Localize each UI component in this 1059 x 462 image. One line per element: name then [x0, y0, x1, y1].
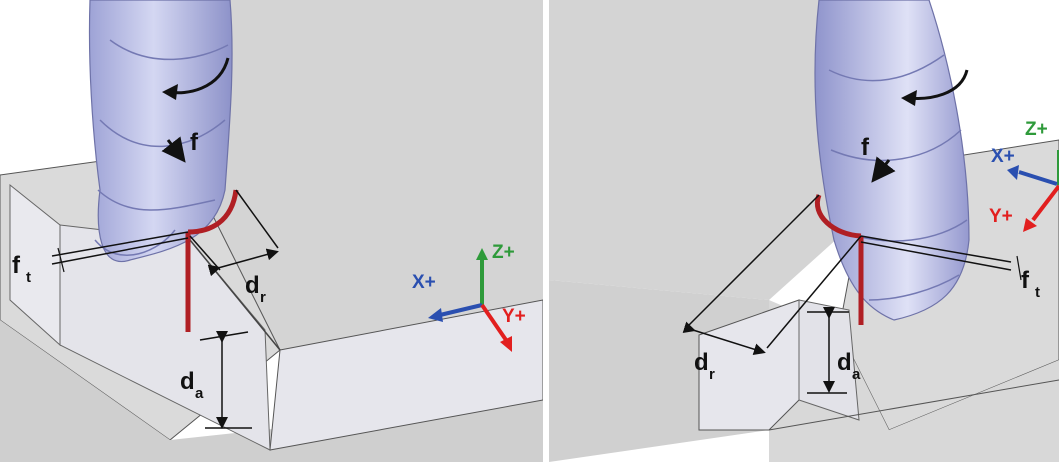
dr-dimension: d r	[682, 194, 862, 383]
rotation-arrow-icon	[901, 69, 969, 106]
ft-label: f	[12, 252, 21, 279]
z-axis-label: Z+	[492, 242, 515, 263]
da-dimension: d a	[807, 307, 861, 394]
coordinate-axes: Z+ X+ Y+	[412, 242, 526, 352]
left-diagram: f f t d r d a Z+ X+ Y+	[0, 0, 543, 462]
da-label: d	[180, 368, 195, 395]
ft-subscript: t	[26, 269, 31, 286]
end-mill-tool	[814, 0, 970, 321]
y-axis-label: Y+	[989, 206, 1013, 227]
da-label: d	[837, 349, 852, 376]
dr-label: d	[245, 272, 260, 299]
feed-label: f	[861, 134, 870, 161]
da-dimension: d a	[180, 331, 252, 429]
workpiece-block	[0, 0, 543, 462]
coordinate-axes: Z+ X+ Y+	[989, 119, 1059, 232]
workpiece-block	[549, 0, 1059, 462]
feed-label: f	[190, 129, 199, 156]
right-panel: f f t d r d a Z+ X+ Y+	[549, 0, 1059, 462]
z-axis-label: Z+	[1025, 119, 1048, 140]
da-subscript: a	[195, 385, 204, 402]
ft-dimension: f t	[12, 231, 189, 286]
ft-dimension: f t	[860, 235, 1040, 301]
ft-label: f	[1021, 267, 1030, 294]
da-subscript: a	[852, 366, 861, 383]
dr-label: d	[694, 349, 709, 376]
right-diagram: f f t d r d a Z+ X+ Y+	[549, 0, 1059, 462]
x-axis-label: X+	[991, 146, 1015, 167]
dr-dimension: d r	[189, 189, 279, 306]
dr-subscript: r	[709, 366, 715, 383]
x-axis-label: X+	[412, 272, 436, 293]
feed-arrow: f	[861, 134, 896, 183]
panel-divider	[543, 0, 549, 462]
ft-subscript: t	[1035, 284, 1040, 301]
cutting-edge	[185, 189, 239, 332]
end-mill-tool	[88, 0, 233, 263]
left-panel: f f t d r d a Z+ X+ Y+	[0, 0, 543, 462]
dr-subscript: r	[260, 289, 266, 306]
rotation-arrow-icon	[162, 57, 230, 100]
feed-arrow: f	[161, 129, 199, 163]
y-axis-label: Y+	[502, 306, 526, 327]
cutting-edge	[814, 194, 864, 325]
